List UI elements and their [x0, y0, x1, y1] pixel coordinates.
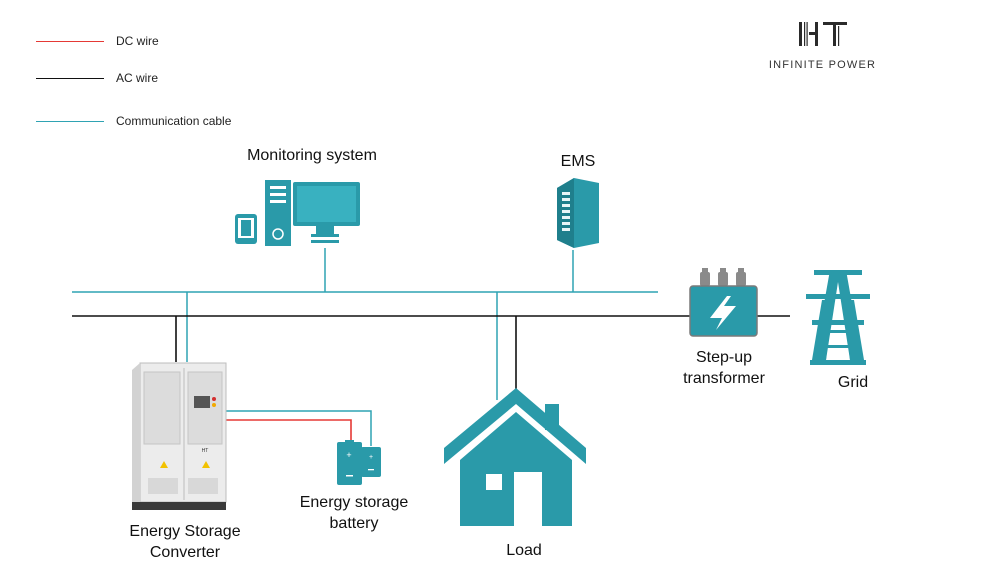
logo-tagline: INFINITE POWER [768, 59, 877, 71]
battery-label-line2: battery [329, 515, 379, 532]
comm-link-battery [226, 410, 372, 446]
legend-ac-line [36, 77, 104, 79]
dc-wire-line [226, 419, 352, 446]
energy-storage-converter-icon: HT [132, 362, 227, 510]
step-up-transformer-icon [689, 268, 758, 337]
energy-storage-battery-icon: + + [337, 440, 381, 485]
converter-label-line1: Energy Storage [129, 523, 241, 540]
load-house-icon [444, 388, 586, 526]
ems-label: EMS [560, 153, 596, 170]
legend-comm-cable: Communication cable [36, 113, 231, 129]
converter-label-line2: Converter [149, 544, 221, 561]
legend-ac-wire: AC wire [36, 70, 158, 86]
svg-text:+: + [346, 450, 351, 460]
monitoring-system-label: Monitoring system [247, 147, 377, 164]
legend-dc-line [36, 40, 104, 42]
legend-comm-line [36, 120, 104, 122]
legend-dc-wire: DC wire [36, 33, 159, 49]
grid-tower-icon [806, 270, 870, 365]
transformer-label-line2: transformer [683, 370, 765, 387]
ems-icon [557, 178, 599, 248]
legend-ac-label: AC wire [116, 71, 159, 85]
grid-label: Grid [837, 374, 869, 391]
legend-dc-label: DC wire [116, 34, 159, 48]
ht-logo-icon [798, 22, 847, 46]
brand-logo: INFINITE POWER [755, 18, 890, 71]
load-label: Load [506, 542, 542, 559]
monitoring-system-icon [235, 180, 360, 246]
transformer-label-line1: Step-up [695, 349, 753, 366]
svg-text:HT: HT [202, 448, 209, 454]
svg-text:+: + [369, 454, 373, 461]
legend-comm-label: Communication cable [116, 114, 232, 128]
battery-label-line1: Energy storage [299, 494, 409, 511]
